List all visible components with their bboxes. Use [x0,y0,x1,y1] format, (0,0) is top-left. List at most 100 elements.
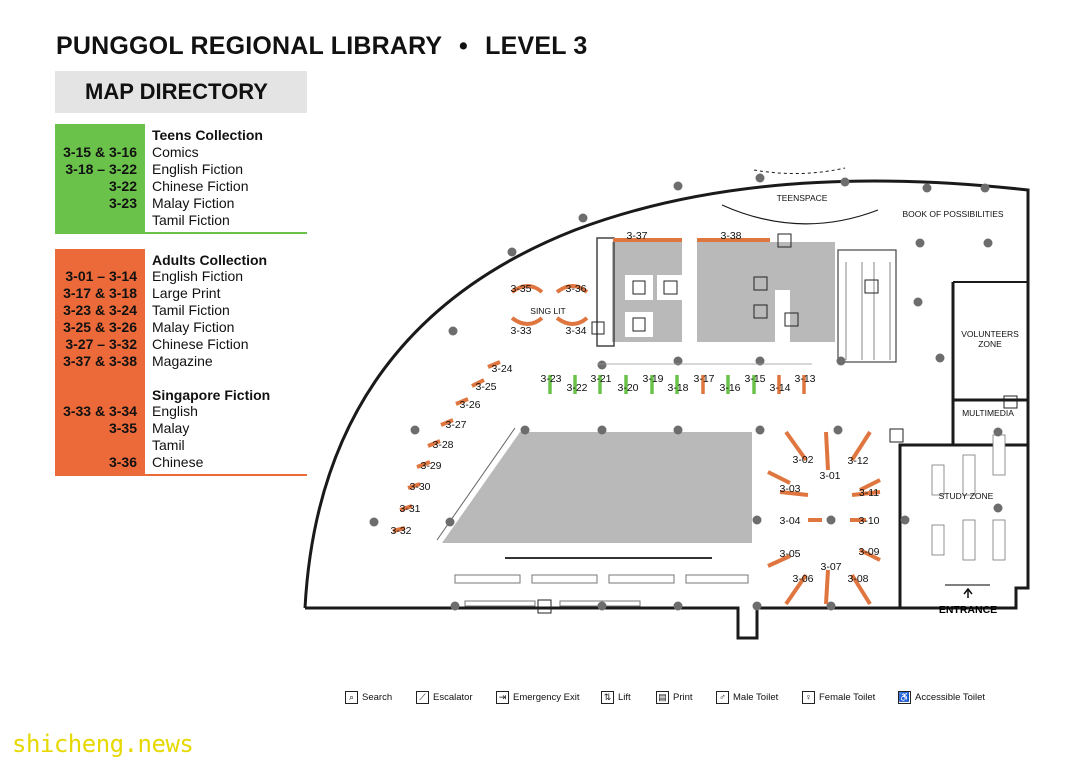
legend-print: ▤Print [656,688,693,706]
shelf-3-01: 3-01 [819,470,840,482]
shelf-3-33: 3-33 [510,325,531,337]
singapore-fiction-title: Singapore Fiction [152,387,271,403]
accessible-toilet-icon: ♿ [898,690,911,704]
zone-multimedia: MULTIMEDIA [962,408,1014,418]
library-name: PUNGGOL REGIONAL LIBRARY [56,32,442,60]
shelf-3-17: 3-17 [693,373,714,385]
search-icon [591,321,605,335]
zone-sing-lit: SING LIT [530,306,565,316]
shelf-3-26: 3-26 [459,399,480,411]
shelf-3-31: 3-31 [399,503,420,515]
male-toilet-icon [632,280,646,295]
legend-escalator: ⟋Escalator [416,688,473,706]
emergency-exit-icon: ⇥ [496,690,509,704]
map-directory-label: MAP DIRECTORY [85,79,268,104]
entrance-arrow-icon [963,587,973,598]
shelf-3-20: 3-20 [617,382,638,394]
desks [454,574,749,607]
toilet-accessible [657,275,683,300]
adults-color-band [55,249,145,474]
shelf-3-04: 3-04 [779,515,800,527]
shelf-3-35: 3-35 [510,283,531,295]
zone-volunteers-2: ZONE [978,339,1002,349]
shelf-3-12: 3-12 [847,455,868,467]
lift-icon [753,276,768,291]
shelf-3-28: 3-28 [432,439,453,451]
legend-male-toilet: ♂Male Toilet [716,688,778,706]
shelf-3-15: 3-15 [744,373,765,385]
shelf-3-13: 3-13 [794,373,815,385]
core-block [697,242,835,342]
shelf-3-25: 3-25 [475,381,496,393]
shelf-3-02: 3-02 [792,454,813,466]
legend-female-toilet: ♀Female Toilet [802,688,875,706]
shelf-labels: 3-37 3-38 3-35 3-36 3-33 3-34 3-23 3-22 … [390,230,879,585]
map-directory-heading: MAP DIRECTORY [55,71,307,113]
emergency-exit-icon [784,312,799,327]
shelf-3-24: 3-24 [491,363,512,375]
shelf-3-10: 3-10 [858,515,879,527]
print-icon: ▤ [656,690,669,704]
accessible-toilet-icon [663,280,678,295]
search-icon: ⌕ [345,690,358,704]
teenspace-arc [721,204,879,225]
shelf-3-36: 3-36 [565,283,586,295]
female-toilet-icon [632,317,646,332]
outer-wall [303,179,1030,610]
emergency-exit-icon [537,599,552,614]
toilet-male [625,275,653,300]
teens-collection-title: Teens Collection [152,127,263,143]
list-item: Tamil Fiction [152,212,230,228]
teens-color-band [55,124,145,232]
shelf-3-21: 3-21 [590,373,611,385]
adults-collection-title: Adults Collection [152,252,268,268]
emergency-exit-icon [777,233,792,248]
zone-labels: TEENSPACE BOOK OF POSSIBILITIES SING LIT… [530,193,1019,501]
shelf-3-19: 3-19 [642,373,663,385]
zone-book-of-possibilities: BOOK OF POSSIBILITIES [902,209,1003,219]
outer-wall-bottom [305,606,900,640]
shelf-3-22: 3-22 [566,382,587,394]
teens-divider [55,232,307,234]
singlit-shelves [510,284,589,326]
zone-volunteers-1: VOLUNTEERS [961,329,1019,339]
pillars [369,173,1003,611]
shelf-3-16: 3-16 [719,382,740,394]
shelf-3-07: 3-07 [820,561,841,573]
shelf-3-34: 3-34 [565,325,586,337]
lift-icon: ⇅ [601,690,614,704]
zone-teenspace: TEENSPACE [777,193,828,203]
shelf-3-11: 3-11 [859,487,879,499]
watermark: shicheng.news [12,730,194,758]
entrance-label: ENTRANCE [939,604,997,616]
shelf-3-18: 3-18 [667,382,688,394]
escalator-area [837,249,897,363]
print-icon [1003,395,1018,409]
study-tables [931,434,1006,561]
legend-accessible-toilet: ♿Accessible Toilet [898,690,986,704]
legend-emergency-exit: ⇥Emergency Exit [496,688,580,706]
legend-lift: ⇅Lift [601,688,631,706]
shelf-3-29: 3-29 [420,460,441,472]
search-icon [889,428,904,443]
list-item: Tamil [152,437,185,453]
shelf-3-32: 3-32 [390,525,411,537]
lift-icon [753,304,768,319]
legend-search: ⌕Search [345,688,392,706]
radial-shelves [767,430,881,606]
adults-divider [55,474,307,476]
